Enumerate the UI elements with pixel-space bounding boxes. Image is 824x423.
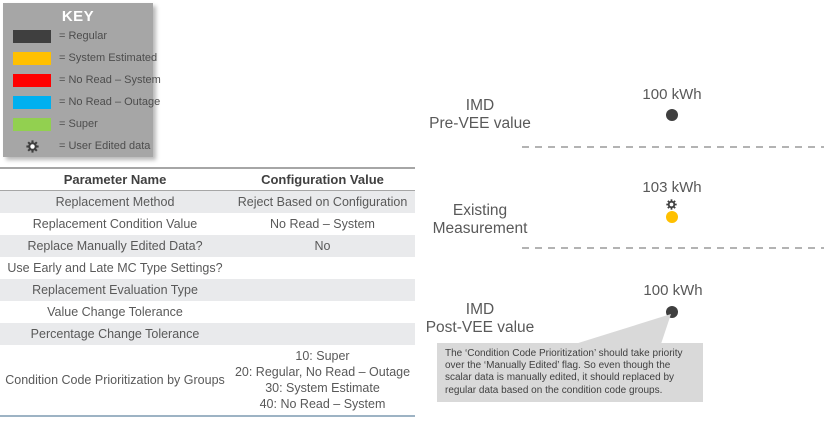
- key-title: KEY: [61, 8, 95, 25]
- config-value-cell: [230, 265, 415, 271]
- key-item-no-read-system: = No Read – System: [3, 69, 161, 91]
- param-name-cell: Value Change Tolerance: [47, 305, 183, 319]
- no-read-outage-swatch: [13, 95, 51, 109]
- pre-vee-section-label: IMD Pre-VEE value: [400, 97, 560, 133]
- param-name-cell: Replace Manually Edited Data?: [27, 239, 203, 253]
- column-header-parameter-name: Parameter Name: [63, 172, 167, 187]
- gear-icon: [13, 139, 51, 153]
- key-legend-box: KEY = Regular = System Estimated = No Re…: [3, 3, 161, 157]
- dashed-divider: [522, 146, 824, 148]
- config-value-cell: [230, 287, 415, 293]
- key-item-user-edited: = User Edited data: [3, 135, 153, 157]
- config-value-cell: No: [314, 239, 331, 253]
- table-row: Replacement Condition Value No Read – Sy…: [0, 213, 415, 235]
- key-item-label: = No Read – Outage: [59, 96, 161, 108]
- post-vee-section-label: IMD Post-VEE value: [400, 301, 560, 337]
- key-item-label: = System Estimated: [59, 52, 158, 64]
- param-name-cell: Percentage Change Tolerance: [30, 327, 200, 341]
- section-label-line: Existing: [452, 202, 508, 219]
- super-swatch: [13, 117, 51, 131]
- section-label-line: Post-VEE value: [425, 319, 535, 336]
- table-row: Condition Code Prioritization by Groups …: [0, 345, 415, 415]
- param-name-cell: Replacement Condition Value: [32, 217, 198, 231]
- parameter-table: Parameter Name Configuration Value Repla…: [0, 167, 415, 417]
- existing-value-label: 103 kWh: [642, 179, 702, 196]
- param-name-cell: Use Early and Late MC Type Settings?: [7, 261, 223, 275]
- key-item-no-read-outage: = No Read – Outage: [3, 91, 160, 113]
- pre-vee-value-label: 100 kWh: [642, 86, 702, 103]
- config-value-cell: [230, 331, 415, 337]
- key-item-regular: = Regular: [3, 25, 153, 47]
- regular-swatch: [13, 29, 51, 43]
- key-item-label: = No Read – System: [59, 74, 161, 86]
- table-header-row: Parameter Name Configuration Value: [0, 169, 415, 191]
- config-value-cell: No Read – System: [270, 217, 375, 231]
- dashed-divider: [522, 247, 824, 249]
- column-header-configuration-value: Configuration Value: [261, 171, 384, 187]
- table-row: Replacement Evaluation Type: [0, 279, 415, 301]
- no-read-system-swatch: [13, 73, 51, 87]
- key-item-label: = Super: [59, 118, 98, 130]
- param-name-cell: Condition Code Prioritization by Groups: [5, 373, 225, 387]
- key-item-label: = User Edited data: [59, 140, 151, 152]
- section-label-line: IMD: [465, 301, 495, 318]
- section-label-line: Pre-VEE value: [429, 115, 531, 132]
- post-vee-value-label: 100 kWh: [643, 282, 703, 299]
- table-row: Value Change Tolerance: [0, 301, 415, 323]
- config-value-cell: Reject Based on Configuration: [237, 195, 408, 209]
- section-label-line: Measurement: [432, 220, 528, 237]
- gear-icon: [666, 197, 677, 210]
- table-row: Use Early and Late MC Type Settings?: [0, 257, 415, 279]
- param-name-cell: Replacement Method: [55, 195, 175, 209]
- system-estimated-swatch: [13, 51, 51, 65]
- table-row: Replace Manually Edited Data? No: [0, 235, 415, 257]
- key-item-label: = Regular: [59, 30, 108, 42]
- table-row: Percentage Change Tolerance: [0, 323, 415, 345]
- param-name-cell: Replacement Evaluation Type: [32, 283, 198, 297]
- key-item-super: = Super: [3, 113, 153, 135]
- pre-vee-data-point: [666, 109, 678, 121]
- callout-pointer: [575, 314, 671, 344]
- existing-data-point: [666, 211, 678, 223]
- section-label-line: IMD: [465, 97, 495, 114]
- existing-measurement-section-label: Existing Measurement: [400, 202, 560, 238]
- callout-note: The ‘Condition Code Prioritization’ shou…: [437, 343, 703, 402]
- config-value-cell: 10: Super 20: Regular, No Read – Outage …: [234, 349, 411, 411]
- key-item-system-estimated: = System Estimated: [3, 47, 157, 69]
- config-value-cell: [230, 309, 415, 315]
- table-row: Replacement Method Reject Based on Confi…: [0, 191, 415, 213]
